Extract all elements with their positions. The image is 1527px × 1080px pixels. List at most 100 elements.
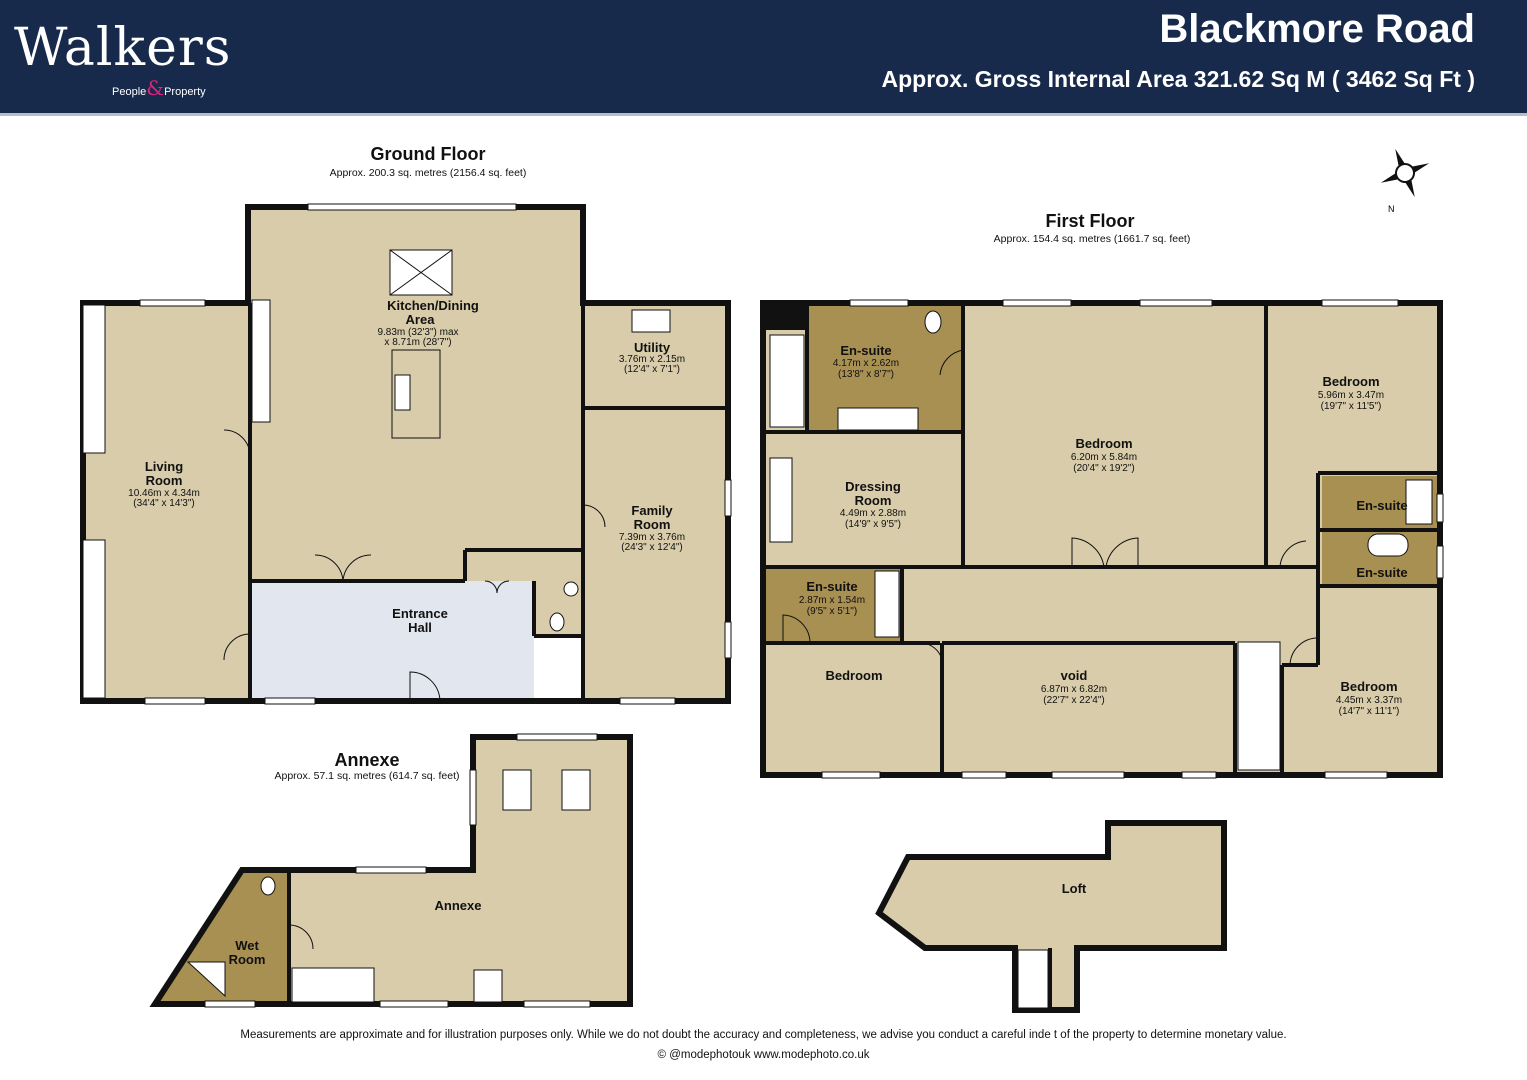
annexe-outer-wall: [149, 734, 633, 1007]
wetroom-fill: [160, 873, 289, 1001]
wetroom-label-1: Wet: [235, 938, 259, 953]
entrance-label-1: Entrance: [392, 606, 448, 621]
ensuite1-dim-1: 4.17m x 2.62m: [833, 358, 899, 369]
brand-logo: Walkers: [14, 18, 232, 78]
family-window-south: [619, 697, 676, 705]
disclaimer-text: Measurements are approximate and for ill…: [240, 1029, 1287, 1041]
family-door: [582, 504, 606, 528]
loft-stairs: [1017, 949, 1049, 1009]
dressing-shelf: [769, 457, 793, 543]
hall-window: [264, 697, 316, 705]
annexe-area: Approx. 57.1 sq. metres (614.7 sq. feet): [274, 770, 459, 782]
ensuite1-dim-2: (13'8" x 8'7"): [838, 369, 894, 380]
kitchen-label-2: Area: [406, 312, 436, 327]
first-floor-area: Approx. 154.4 sq. metres (1661.7 sq. fee…: [994, 233, 1191, 245]
annexe-stairs: [291, 967, 375, 1003]
wardrobe-block: [766, 306, 806, 330]
ensuite1-window: [849, 299, 909, 307]
bed-se-dim-1: 4.45m x 3.37m: [1336, 695, 1402, 706]
wetroom-label-2: Room: [229, 952, 266, 967]
family-fill: [583, 408, 728, 701]
dressing-dim-2: (14'9" x 9'5"): [845, 519, 901, 530]
dressing-label-2: Room: [855, 493, 892, 508]
island-sink: [394, 374, 411, 411]
living-window-south: [144, 697, 206, 705]
cloak-basin: [563, 581, 579, 597]
ensuite-e1-label: En-suite: [1356, 498, 1407, 513]
property-title: Blackmore Road: [1159, 7, 1475, 51]
ensuite2-label: En-suite: [806, 579, 857, 594]
ensuite2-shower: [874, 570, 900, 638]
living-dim-1: 10.46m x 4.34m: [128, 488, 200, 499]
compass-north-mark: N: [1388, 204, 1395, 214]
annexe-window-north: [355, 866, 427, 874]
ensuite2-dim-2: (9'5" x 5'1"): [807, 606, 857, 617]
utility-label: Utility: [634, 340, 671, 355]
family-dim-2: (24'3" x 12'4"): [621, 542, 683, 553]
bed-ne-door: [1279, 540, 1307, 568]
utility-dim-2: (12'4" x 7'1"): [624, 364, 680, 375]
main-bed-window-1: [1002, 299, 1072, 307]
living-dim-2: (34'4" x 14'3"): [133, 498, 195, 509]
ground-stairs: [540, 658, 580, 700]
hall-cupboard-door: [484, 580, 510, 594]
family-window-east-2: [724, 621, 732, 659]
annexe-title: Annexe: [334, 750, 399, 770]
entrance-label-2: Hall: [408, 620, 432, 635]
family-label-1: Family: [631, 503, 673, 518]
shower-tray: [769, 334, 805, 428]
ensuite-e1-window: [1436, 493, 1444, 523]
header-bar: Walkers People&Property Blackmore Road A…: [0, 0, 1527, 113]
bed-ne-window: [1321, 299, 1399, 307]
kitchen-label-1: Kitchen/Dining: [387, 298, 479, 313]
loft-floor: Loft: [875, 820, 1227, 1013]
bed-se-door: [1289, 637, 1317, 666]
main-bed-label: Bedroom: [1075, 436, 1132, 451]
first-floor-stairs: [1237, 641, 1281, 771]
family-dim-1: 7.39m x 3.76m: [619, 532, 685, 543]
brand-tagline-amp: &: [146, 76, 165, 100]
utility-dim-1: 3.76m x 2.15m: [619, 354, 685, 365]
ground-floor-title: Ground Floor: [371, 144, 486, 164]
void-label: void: [1061, 668, 1088, 683]
dressing-dim-1: 4.49m x 2.88m: [840, 508, 906, 519]
main-bed-dim-1: 6.20m x 5.84m: [1071, 452, 1137, 463]
bed-sw-door: [919, 642, 943, 661]
living-glazing-south: [82, 539, 106, 699]
bed-ne-dim-2: (19'7" x 11'5"): [1321, 401, 1382, 412]
header-divider: [0, 113, 1527, 116]
family-window-east-1: [724, 479, 732, 517]
bed-se-dim-2: (14'7" x 11'1"): [1339, 706, 1400, 717]
photo-credit: © @modephotouk www.modephoto.co.uk: [657, 1049, 870, 1061]
ensuite-e2-bath: [1367, 533, 1409, 557]
annexe-floor: Annexe Approx. 57.1 sq. metres (614.7 sq…: [149, 733, 633, 1008]
family-label-2: Room: [634, 517, 671, 532]
kitchen-skylight-cross: [389, 249, 453, 296]
cloak-wc: [549, 612, 565, 632]
bed-ne-label: Bedroom: [1322, 374, 1379, 389]
kitchen-dim-1: 9.83m (32'3") max: [377, 327, 458, 338]
living-door: [223, 429, 251, 457]
loft-label: Loft: [1062, 881, 1087, 896]
void-dim-1: 6.87m x 6.82m: [1041, 684, 1107, 695]
ensuite1-vanity: [837, 407, 919, 431]
annexe-window-top: [516, 733, 598, 741]
brand-tagline-people: People: [112, 86, 147, 98]
wetroom-wc: [260, 876, 276, 896]
annexe-skylight-1: [502, 769, 532, 811]
bed-sw-window: [821, 771, 881, 779]
bed-se-label: Bedroom: [1340, 679, 1397, 694]
annexe-label: Annexe: [435, 898, 482, 913]
brand-tagline: People&Property: [112, 78, 206, 98]
wetroom-shower: [186, 961, 226, 998]
void-window-1: [961, 771, 1007, 779]
annexe-cupboard: [473, 969, 503, 1003]
utility-sink: [631, 309, 671, 333]
void-window-2: [1051, 771, 1125, 779]
main-bed-window-2: [1139, 299, 1213, 307]
wetroom-window: [204, 1000, 256, 1008]
bed-sw-label: Bedroom: [825, 668, 882, 683]
ensuite-e1-shower: [1405, 479, 1433, 525]
ensuite2-door: [782, 614, 811, 644]
